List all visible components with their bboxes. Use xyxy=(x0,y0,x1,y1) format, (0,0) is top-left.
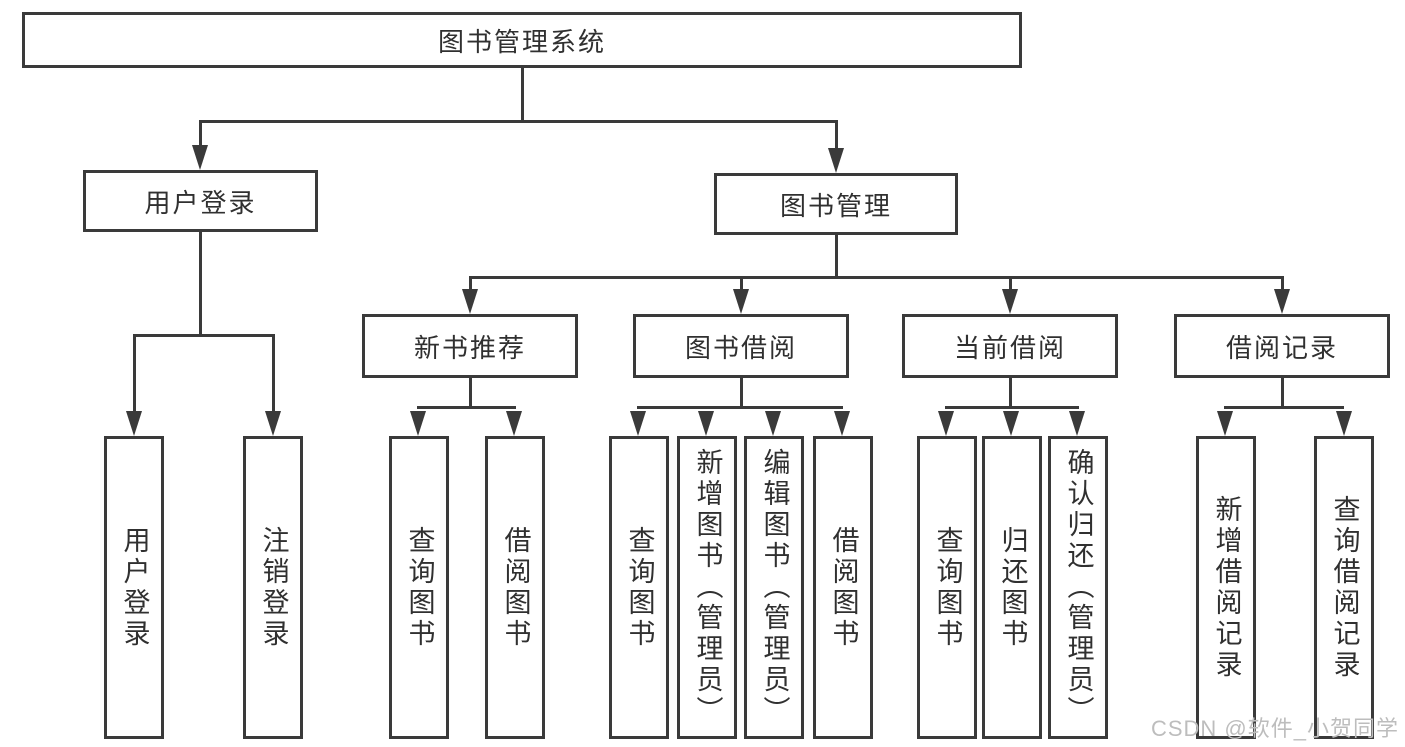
node-label: 图书借阅 xyxy=(684,332,797,363)
connector-shaft xyxy=(835,120,838,149)
node-label: 借阅记录 xyxy=(1225,332,1338,363)
leaf-label: 查询图书 xyxy=(404,525,435,650)
leaf-add-borrow-record: 新增借阅记录 xyxy=(1196,436,1256,739)
leaf-label: 编辑图书（管理员） xyxy=(759,448,790,727)
leaf-label: 查询借阅记录 xyxy=(1329,494,1360,681)
node-label: 新书推荐 xyxy=(413,332,526,363)
node-book-borrowing: 图书借阅 xyxy=(633,314,849,378)
connector-new-book-hbar xyxy=(417,406,516,409)
arrowhead-down-icon xyxy=(1336,411,1352,436)
connector-shaft xyxy=(1281,276,1284,290)
arrowhead-down-icon xyxy=(192,145,208,170)
leaf-borrow-books-recommend: 借阅图书 xyxy=(485,436,545,739)
connector-book-management-hbar xyxy=(469,276,1283,279)
connector-book-borrowing-hbar xyxy=(637,406,843,409)
connector-user-login-hbar xyxy=(133,334,275,337)
arrowhead-down-icon xyxy=(1069,411,1085,436)
arrowhead-down-icon xyxy=(462,289,478,314)
leaf-label: 借阅图书 xyxy=(828,525,859,650)
node-library-management-system: 图书管理系统 xyxy=(22,12,1022,68)
leaf-label: 新增借阅记录 xyxy=(1211,494,1242,681)
node-current-borrowing: 当前借阅 xyxy=(902,314,1118,378)
arrowhead-down-icon xyxy=(1003,411,1019,436)
connector-book-management-stem xyxy=(835,235,838,278)
node-user-login: 用户登录 xyxy=(83,170,318,232)
leaf-query-borrow-record: 查询借阅记录 xyxy=(1314,436,1374,739)
leaf-query-books-borrowing: 查询图书 xyxy=(609,436,669,739)
connector-shaft xyxy=(133,334,136,411)
arrowhead-down-icon xyxy=(410,411,426,436)
node-new-book-recommendation: 新书推荐 xyxy=(362,314,578,378)
leaf-label: 确认归还（管理员） xyxy=(1063,448,1094,727)
arrowhead-down-icon xyxy=(733,289,749,314)
leaf-query-books-recommend: 查询图书 xyxy=(389,436,449,739)
node-borrowing-records: 借阅记录 xyxy=(1174,314,1390,378)
leaf-logout: 注销登录 xyxy=(243,436,303,739)
arrowhead-down-icon xyxy=(765,411,781,436)
connector-root-stem xyxy=(521,68,524,121)
arrowhead-down-icon xyxy=(834,411,850,436)
connector-shaft xyxy=(469,276,472,290)
connector-shaft xyxy=(199,120,202,147)
connector-user-login-stem xyxy=(199,232,202,337)
leaf-label: 注销登录 xyxy=(258,525,289,650)
arrowhead-down-icon xyxy=(698,411,714,436)
node-label: 当前借阅 xyxy=(953,332,1066,363)
leaf-add-books-admin: 新增图书（管理员） xyxy=(677,436,737,739)
connector-new-book-stem xyxy=(469,378,472,409)
connector-current-borrowing-stem xyxy=(1009,378,1012,409)
leaf-confirm-return-admin: 确认归还（管理员） xyxy=(1048,436,1108,739)
connector-borrowing-records-stem xyxy=(1281,378,1284,409)
leaf-label: 归还图书 xyxy=(997,525,1028,650)
leaf-user-login: 用户登录 xyxy=(104,436,164,739)
connector-shaft xyxy=(272,334,275,411)
arrowhead-down-icon xyxy=(506,411,522,436)
arrowhead-down-icon xyxy=(126,411,142,436)
connector-book-borrowing-stem xyxy=(740,378,743,409)
arrowhead-down-icon xyxy=(630,411,646,436)
connector-borrowing-records-hbar xyxy=(1224,406,1344,409)
node-label: 用户登录 xyxy=(144,187,257,218)
leaf-label: 查询图书 xyxy=(932,525,963,650)
leaf-return-books: 归还图书 xyxy=(982,436,1042,739)
csdn-watermark: CSDN @软件_小贺同学 xyxy=(1150,716,1399,741)
node-label: 图书管理系统 xyxy=(437,26,606,57)
connector-root-hbar xyxy=(199,120,838,123)
node-label: 图书管理 xyxy=(779,190,892,221)
node-book-management: 图书管理 xyxy=(714,173,958,235)
arrowhead-down-icon xyxy=(265,411,281,436)
leaf-edit-books-admin: 编辑图书（管理员） xyxy=(744,436,804,739)
connector-shaft xyxy=(1009,276,1012,290)
arrowhead-down-icon xyxy=(1217,411,1233,436)
arrowhead-down-icon xyxy=(1002,289,1018,314)
leaf-label: 新增图书（管理员） xyxy=(692,448,723,727)
connector-shaft xyxy=(740,276,743,290)
leaf-label: 查询图书 xyxy=(624,525,655,650)
leaf-label: 用户登录 xyxy=(119,525,150,650)
leaf-label: 借阅图书 xyxy=(500,525,531,650)
leaf-query-books-current: 查询图书 xyxy=(917,436,977,739)
connector-current-borrowing-hbar xyxy=(945,406,1079,409)
arrowhead-down-icon xyxy=(938,411,954,436)
arrowhead-down-icon xyxy=(828,148,844,173)
leaf-borrow-books: 借阅图书 xyxy=(813,436,873,739)
arrowhead-down-icon xyxy=(1274,289,1290,314)
